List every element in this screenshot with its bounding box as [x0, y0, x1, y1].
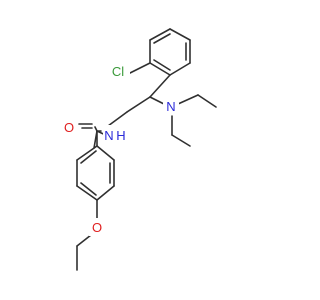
- double-bond-inner: [153, 33, 171, 44]
- double-bond-inner: [153, 59, 171, 71]
- bond: [169, 28, 191, 41]
- label-background: [106, 62, 130, 80]
- structure-canvas: Cl N N H O O: [61, 28, 217, 271]
- bond: [177, 94, 199, 105]
- bond: [149, 62, 171, 76]
- bond: [96, 145, 115, 161]
- label-background: [89, 218, 105, 236]
- label-background: [163, 96, 179, 114]
- label-background: [103, 125, 128, 143]
- bond: [149, 96, 165, 105]
- bond: [107, 111, 128, 127]
- amine-nitrogen-label: N: [166, 99, 175, 114]
- double-bond-inner: [80, 182, 97, 196]
- bond: [171, 134, 191, 147]
- bond: [126, 96, 151, 113]
- molecule-drawing: Cl N N H O O: [61, 28, 217, 271]
- carbonyl-oxygen-label: O: [64, 120, 74, 135]
- bond: [94, 126, 98, 132]
- ethoxyphenyl-ring: [76, 145, 115, 201]
- bond: [197, 94, 217, 108]
- amide-hydrogen-label: H: [116, 128, 125, 143]
- bond: [76, 185, 98, 201]
- bond: [76, 145, 98, 161]
- double-bond-inner: [80, 150, 97, 164]
- bond: [149, 74, 171, 98]
- bond: [149, 28, 171, 41]
- ether-oxygen-label: O: [92, 220, 102, 235]
- bond: [169, 62, 191, 76]
- chlorophenyl-ring: [149, 28, 191, 76]
- bond: [76, 234, 92, 247]
- amide-nitrogen-label: N: [104, 128, 113, 143]
- label-background: [61, 117, 77, 135]
- chlorine-label: Cl: [112, 64, 124, 79]
- bond: [129, 62, 151, 74]
- bond: [96, 185, 115, 201]
